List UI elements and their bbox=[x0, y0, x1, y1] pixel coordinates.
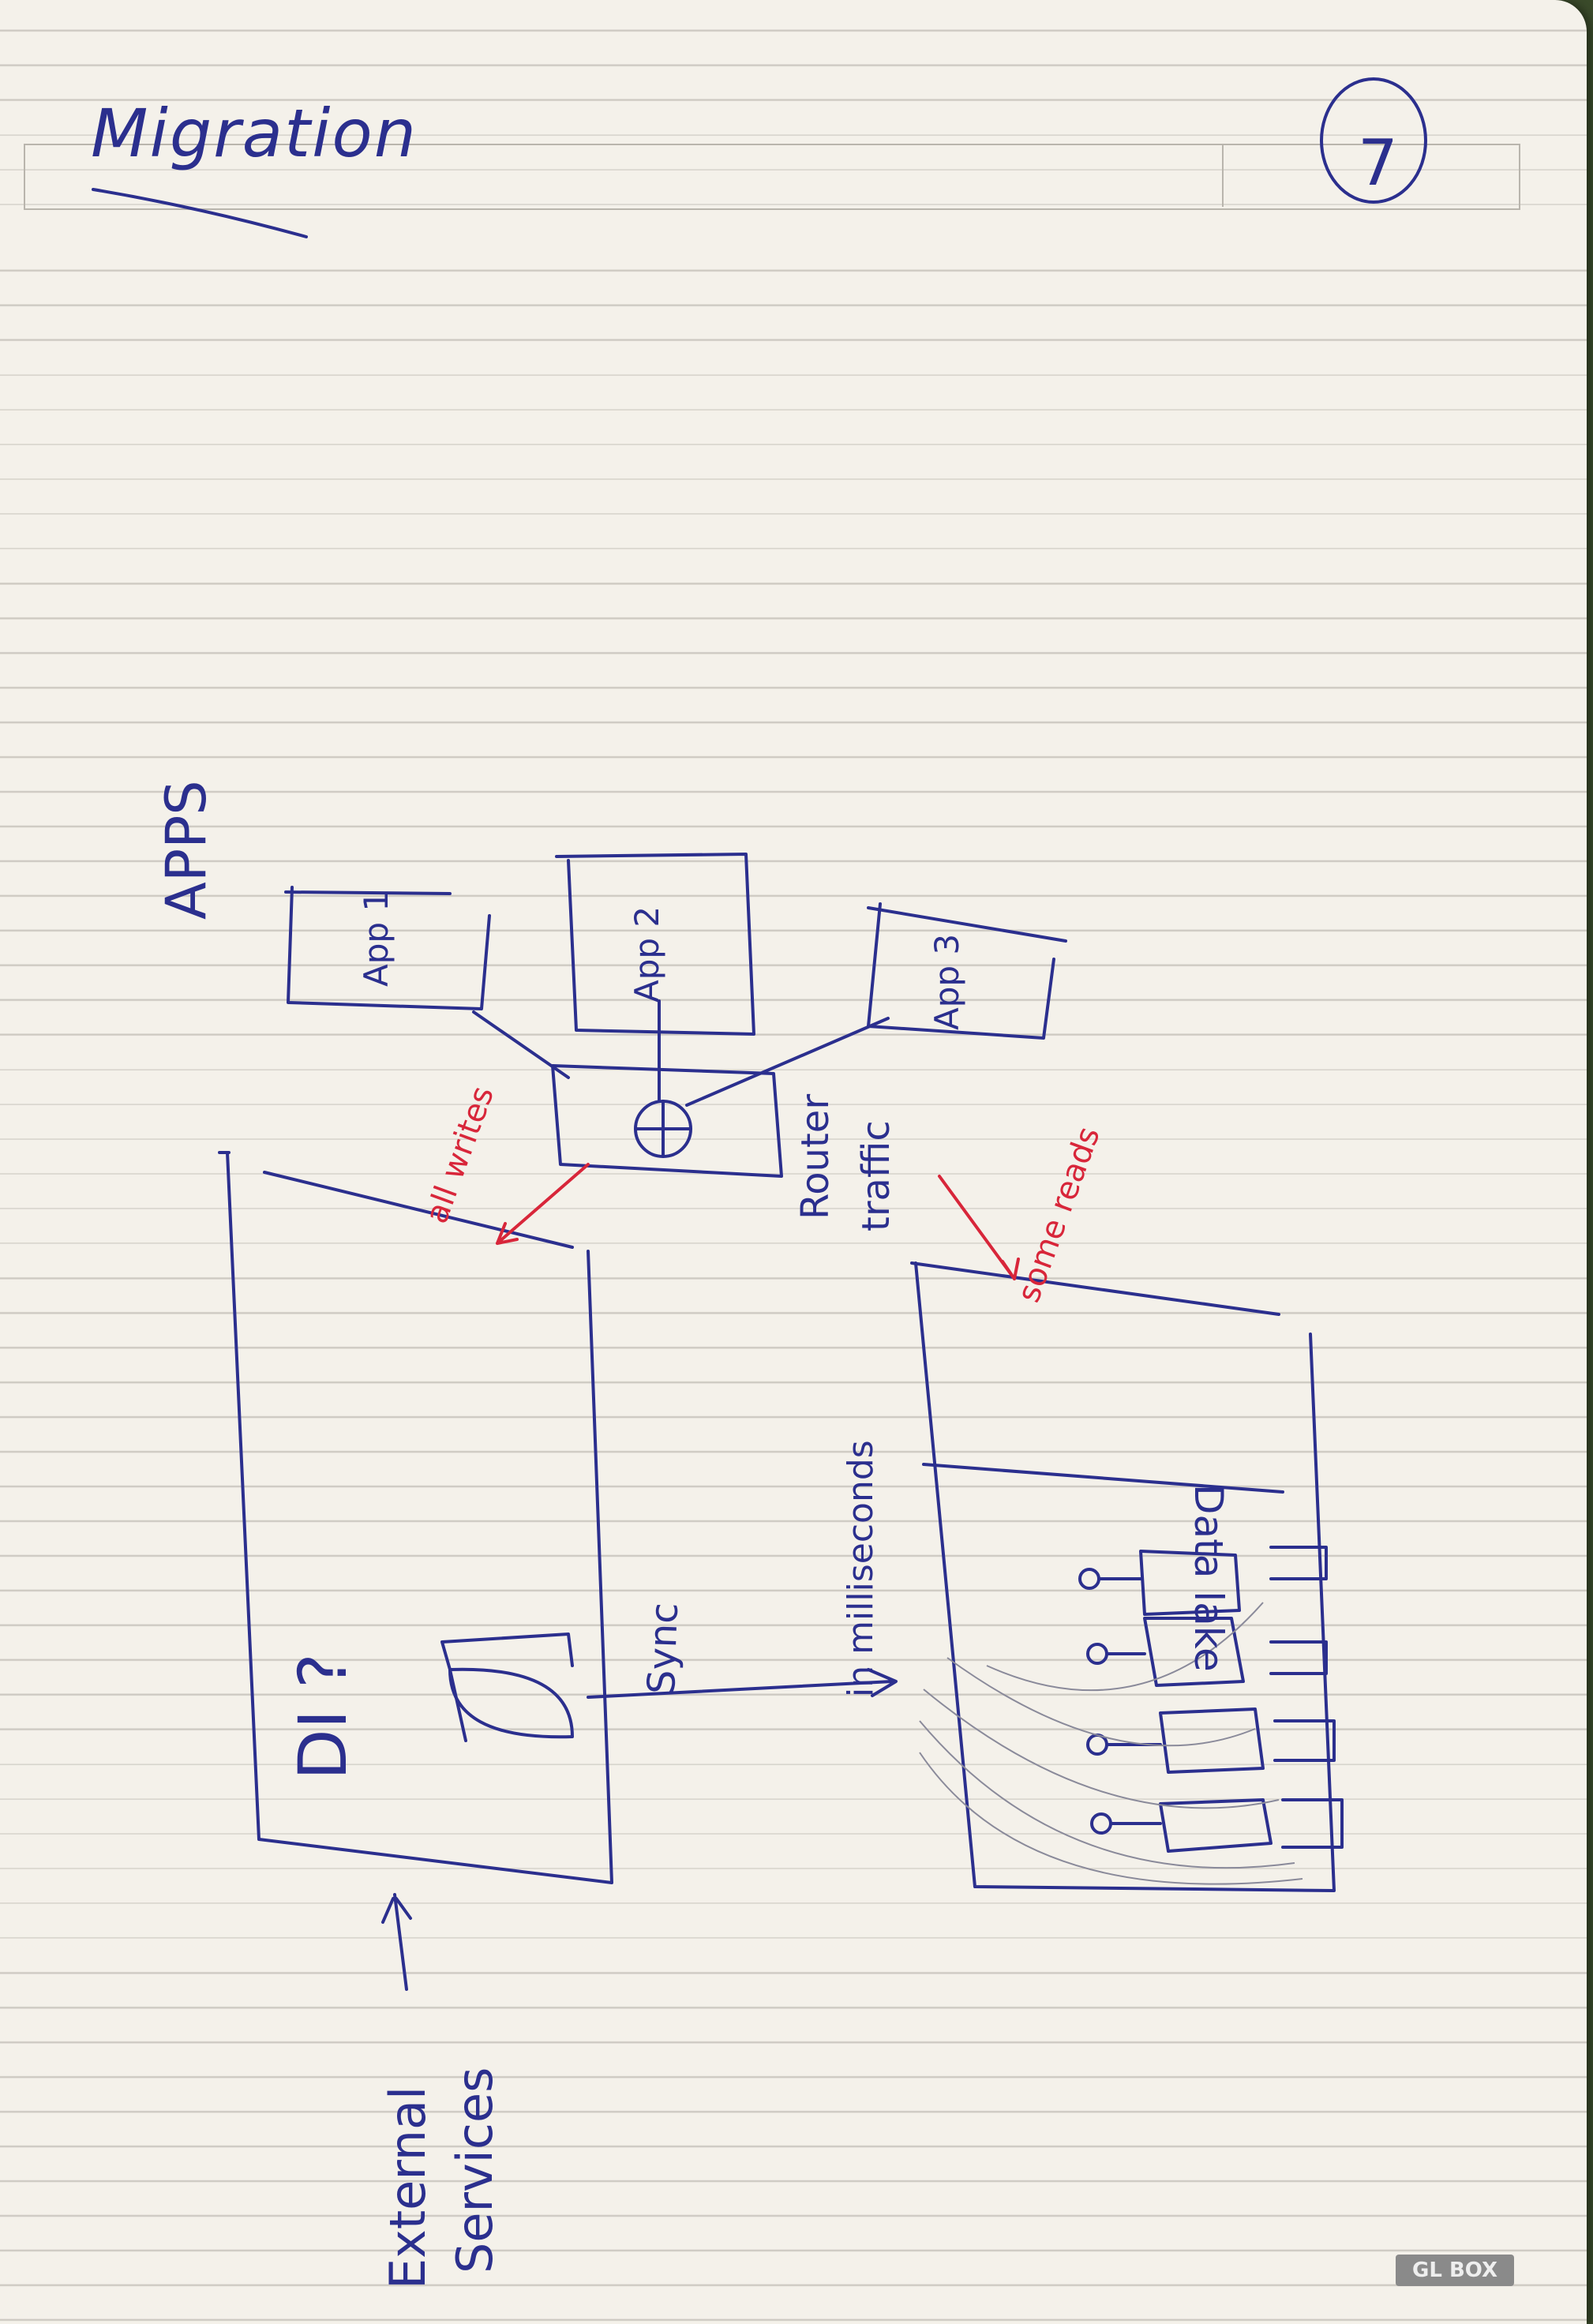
link-app3 bbox=[685, 1017, 890, 1107]
app2-label: App 2 bbox=[628, 905, 666, 1003]
di-box bbox=[218, 1151, 613, 1884]
watermark-logo: GL BOX bbox=[1396, 2255, 1514, 2286]
external-arrow bbox=[381, 1893, 412, 1991]
app2-box bbox=[555, 853, 755, 1036]
app1-box bbox=[284, 886, 491, 1010]
header-box bbox=[24, 144, 1520, 210]
page-number: 7 bbox=[1358, 126, 1398, 200]
app1-label: App 1 bbox=[357, 890, 395, 987]
title-underline bbox=[92, 188, 308, 238]
di-label: DI ? bbox=[284, 1653, 362, 1780]
router-box bbox=[551, 1064, 783, 1178]
red-arrows bbox=[496, 1163, 1020, 1280]
sync-arrow bbox=[587, 1668, 898, 1699]
datalake-box bbox=[910, 1261, 1336, 1892]
page-number-circle bbox=[1320, 77, 1427, 204]
traffic-label: traffic bbox=[854, 1120, 898, 1231]
header-divider bbox=[1222, 144, 1224, 207]
db-cylinder bbox=[448, 1667, 574, 1739]
app3-label: App 3 bbox=[928, 933, 966, 1030]
external-label: External bbox=[379, 2086, 437, 2289]
apps-heading: APPS bbox=[154, 780, 219, 920]
services-label: Services bbox=[446, 2067, 504, 2273]
app3-box bbox=[867, 902, 1067, 1040]
datalake-label: Data lake bbox=[1186, 1484, 1231, 1672]
router-label: Router bbox=[793, 1093, 838, 1220]
datalake-divider bbox=[922, 1463, 1284, 1494]
sync-label: Sync bbox=[639, 1602, 688, 1695]
link-app1 bbox=[472, 1010, 570, 1079]
page-title: Migration bbox=[91, 95, 418, 172]
pencil-curves bbox=[919, 1602, 1303, 1885]
millis-label: in milliseconds bbox=[841, 1440, 881, 1697]
